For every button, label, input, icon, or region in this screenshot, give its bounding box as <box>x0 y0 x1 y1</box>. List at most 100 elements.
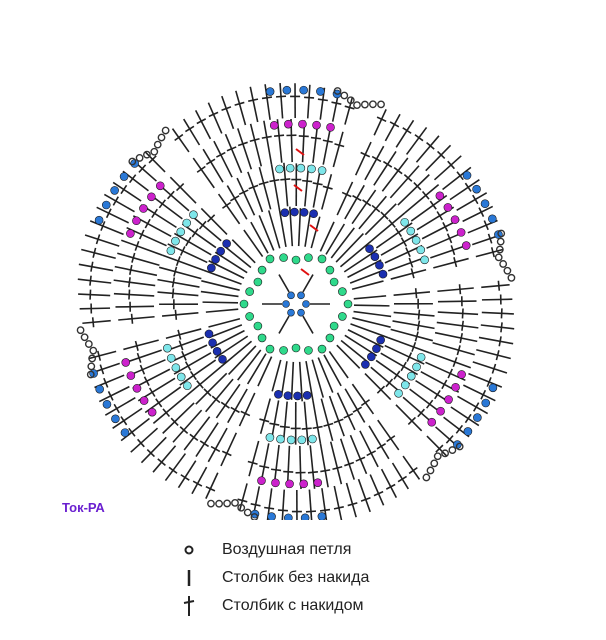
round4-stitch <box>373 151 397 186</box>
round3-dot <box>296 163 306 173</box>
outer-chain <box>89 346 98 355</box>
round3-stitch <box>358 195 387 230</box>
round5-stitch-bar <box>174 133 184 142</box>
round2-stitch <box>214 251 248 274</box>
round4-stitch-bar <box>196 165 206 173</box>
round3-stitch <box>390 328 434 342</box>
round5-stitch-bar <box>205 485 216 492</box>
round1-dot <box>343 299 353 309</box>
round5-stitch <box>249 86 259 123</box>
round3-stitch <box>227 388 248 424</box>
round2-stitch <box>335 233 364 263</box>
round3-dot <box>400 380 410 390</box>
round5-stitch-bar <box>100 221 106 231</box>
round3-dot <box>163 343 172 353</box>
round5-stitch <box>182 118 201 146</box>
round3-stitch <box>344 388 366 423</box>
round4-stitch <box>162 402 195 434</box>
round4-stitch <box>339 438 356 480</box>
round3-stitch <box>270 400 280 439</box>
round4-stitch-bar <box>199 440 210 448</box>
round5-stitch-bar <box>455 424 464 434</box>
round1-dot <box>291 255 301 265</box>
round2-stitch <box>336 344 361 369</box>
outer-chain <box>360 100 369 109</box>
round4-stitch-bar <box>210 445 221 453</box>
center-spoke <box>302 315 314 334</box>
round2-dot <box>299 208 309 217</box>
round3-dot <box>307 164 316 174</box>
round2-stitch <box>328 350 349 379</box>
round4-stitch-bar <box>139 229 145 240</box>
round3-stitch-bar <box>406 352 413 362</box>
outer-chain <box>231 498 239 507</box>
round3-stitch-bar <box>301 427 312 430</box>
round5-stitch <box>112 181 142 202</box>
round4-stitch-bar <box>417 408 425 418</box>
center-chain-dot <box>287 291 295 300</box>
round5-stitch-bar <box>128 427 136 437</box>
round3-stitch-bar <box>405 247 411 258</box>
round2-dot <box>283 391 293 400</box>
round5-stitch <box>81 248 116 260</box>
round5-stitch <box>425 144 452 172</box>
round3-stitch <box>375 222 413 249</box>
round5-stitch-bar <box>464 413 472 424</box>
round3-stitch <box>312 169 322 208</box>
round3-dot <box>400 217 409 227</box>
round5-stitch-bar <box>261 96 273 100</box>
round3-stitch-bar <box>395 227 403 237</box>
round3-stitch-bar <box>178 340 184 351</box>
round5-stitch <box>164 453 187 482</box>
round3-stitch <box>336 392 356 431</box>
round3-stitch <box>158 266 202 280</box>
round3-stitch <box>321 174 333 210</box>
round2-dot <box>375 260 384 270</box>
round5-stitch <box>96 206 129 224</box>
round5-dot <box>488 214 497 224</box>
round2-stitch <box>289 206 294 247</box>
round5-stitch <box>205 472 219 499</box>
round5-stitch-bar <box>435 444 444 453</box>
round5-stitch <box>104 397 136 416</box>
round2-dot <box>222 239 231 248</box>
round3-stitch <box>312 400 322 445</box>
round4-stitch-bar <box>461 308 464 319</box>
round4-stitch-bar <box>237 141 248 147</box>
outer-chain <box>215 499 223 508</box>
round2-stitch <box>202 301 239 304</box>
round3-stitch <box>303 401 309 446</box>
round2-stitch <box>222 244 252 269</box>
round5-stitch <box>238 483 248 512</box>
round2-dot <box>361 360 370 369</box>
round3-stitch-bar <box>417 309 421 320</box>
round5-dot <box>102 399 112 409</box>
round3-stitch <box>215 383 241 419</box>
round2-stitch <box>208 324 243 339</box>
round4-stitch-bar <box>221 450 232 457</box>
round4-stitch-bar <box>393 166 403 175</box>
round5-stitch <box>78 263 114 272</box>
round4-stitch <box>123 339 159 351</box>
outer-chain <box>496 237 505 246</box>
round3-stitch-bar <box>230 195 240 202</box>
round5-dot <box>481 398 491 408</box>
round5-stitch-bar <box>148 155 157 164</box>
round5-stitch <box>478 336 514 345</box>
round5-dot <box>282 85 292 95</box>
round5-stitch-bar <box>275 95 287 98</box>
round3-dot <box>406 226 416 236</box>
round3-stitch-bar <box>411 341 417 352</box>
round3-stitch <box>247 171 264 213</box>
round5-stitch <box>472 361 508 374</box>
legend-item-single-crochet: Столбик без накида <box>178 564 369 592</box>
round3-stitch <box>390 268 427 280</box>
round3-dot <box>297 435 307 445</box>
round5-stitch <box>380 468 398 499</box>
round4-stitch <box>113 292 155 297</box>
outer-chain <box>157 133 166 142</box>
round5-stitch <box>221 95 235 130</box>
outer-chain <box>84 340 93 348</box>
round1-dot <box>239 299 249 309</box>
center-spoke <box>278 274 290 293</box>
